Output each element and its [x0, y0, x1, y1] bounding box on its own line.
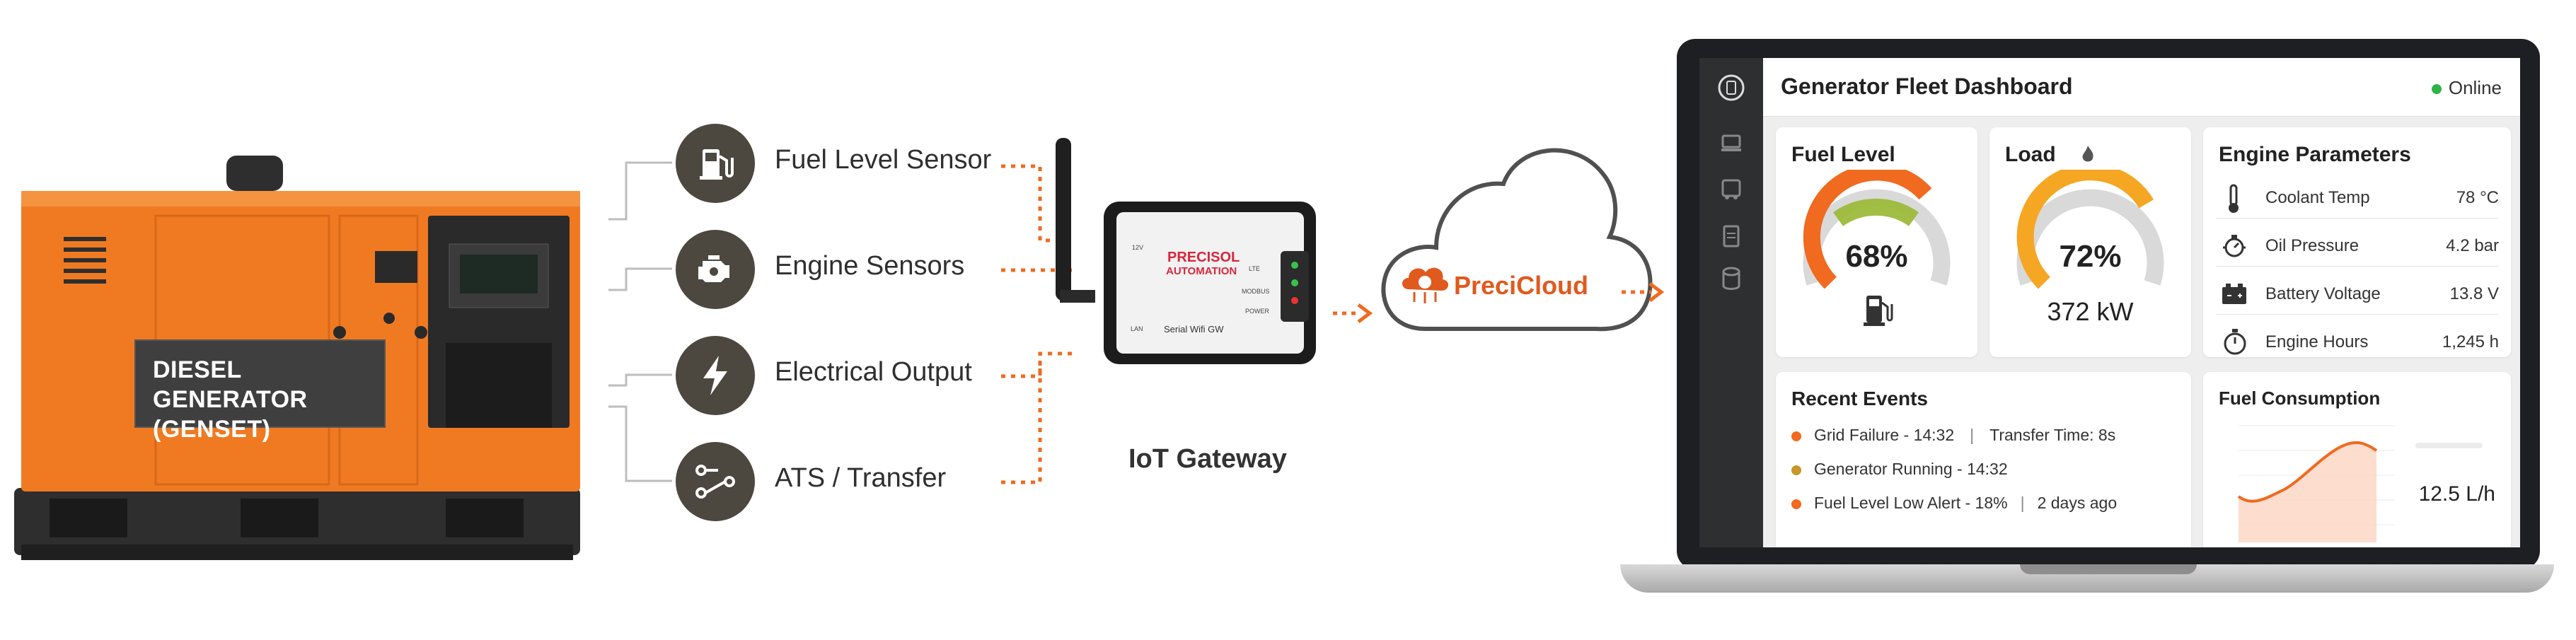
generator-nav-icon[interactable] [1717, 129, 1745, 157]
gateway-port-lan: LAN [1131, 325, 1143, 332]
gateway-port-modbus: MODBUS [1242, 288, 1270, 295]
dashboard-title: Generator Fleet Dashboard [1781, 74, 2073, 99]
fleet-nav-icon[interactable] [1717, 175, 1745, 203]
load-gauge-fill [2016, 170, 2154, 289]
param-name: Oil Pressure [2265, 236, 2360, 255]
load-card: Load 72% 372 kW [1989, 127, 2191, 357]
status-dot-icon [2431, 84, 2442, 95]
param-value: 78 °C [2456, 188, 2499, 207]
reports-nav-icon[interactable] [1717, 222, 1745, 250]
param-row-oil-pressure: Oil Pressure 4.2 bar [2216, 226, 2499, 267]
sensor-fuel-level: Fuel Level Sensor [676, 124, 1051, 209]
status-text: Online [2448, 77, 2502, 98]
generator-sensor-brackets [608, 161, 672, 482]
dashboard: Generator Fleet Dashboard Online Fuel Le… [1699, 58, 2520, 547]
param-value: 4.2 bar [2446, 236, 2499, 255]
fuel-level-value: 68% [1845, 239, 1908, 274]
event-item[interactable]: Grid Failure - 14:32|Transfer Time: 8s [1791, 426, 2115, 445]
fuel-consumption-card: Fuel Consumption 12.5 L/h [2203, 372, 2511, 547]
param-value: 1,245 h [2442, 332, 2499, 351]
gateway-illustration [1056, 138, 1316, 364]
event-item[interactable]: Fuel Level Low Alert - 18%|2 days ago [1791, 494, 2117, 513]
gateway-cloud-arrow [1333, 303, 1373, 323]
dashboard-sidebar [1699, 58, 1763, 547]
fuel-gauge-fill [1803, 170, 1932, 289]
cloud-dashboard-arrow [1622, 282, 1665, 302]
param-value: 13.8 V [2449, 284, 2499, 303]
load-gauge [2016, 170, 2164, 289]
load-title: Load [2005, 143, 2056, 166]
sensor-label: Electrical Output [775, 357, 972, 387]
fuel-pump-icon [1862, 291, 1893, 333]
fuel-gauge [1803, 170, 1951, 289]
sensor-electrical: Electrical Output [676, 336, 1051, 421]
iot-gateway: PRECISOL AUTOMATION Serial Wifi GW 12V L… [1047, 131, 1330, 371]
event-item[interactable]: Generator Running - 14:32 [1791, 460, 2008, 479]
transfer-switch-icon [676, 442, 755, 521]
event-extra: 2 days ago [2037, 494, 2118, 512]
database-nav-icon[interactable] [1717, 264, 1745, 293]
engine-icon [676, 230, 755, 309]
param-name: Engine Hours [2265, 332, 2369, 351]
event-dot-icon [1791, 465, 1801, 475]
cloud-shape [1381, 148, 1653, 332]
event-extra: Transfer Time: 8s [1989, 426, 2116, 444]
generator-label: DIESEL GENERATOR (GENSET) [134, 339, 386, 443]
gateway-brand-line2: AUTOMATION [1166, 265, 1237, 277]
fuel-consumption-value: 12.5 L/h [2418, 482, 2495, 506]
sensor-label: Fuel Level Sensor [775, 145, 992, 175]
consumption-legend-bar [2415, 443, 2483, 448]
cloud-name: PreciCloud [1454, 271, 1589, 300]
param-name: Coolant Temp [2265, 188, 2370, 207]
generator-label-line2: (GENSET) [153, 416, 271, 443]
gateway-brand-line1: PRECISOL [1167, 250, 1240, 265]
fuel-consumption-sparkline [2237, 425, 2394, 542]
recent-events-card: Recent Events Grid Failure - 14:32|Trans… [1776, 372, 2191, 547]
fuel-level-title: Fuel Level [1791, 143, 1895, 166]
gateway-port-power: POWER [1245, 308, 1270, 315]
param-row-coolant: Coolant Temp 78 °C [2216, 178, 2499, 219]
thermometer-icon [2223, 184, 2244, 219]
event-text: Fuel Level Low Alert - 18% [1814, 494, 2008, 512]
fuel-consumption-title: Fuel Consumption [2219, 388, 2381, 409]
fuel-pump-icon [676, 124, 755, 203]
laptop-notch [2020, 564, 2197, 574]
battery-icon [2220, 281, 2248, 310]
generator-label-line1: DIESEL GENERATOR [153, 356, 308, 413]
event-text: Generator Running - 14:32 [1814, 460, 2008, 478]
load-flame-icon [2079, 144, 2097, 168]
load-power-value: 372 kW [2047, 297, 2134, 326]
engine-parameters-title: Engine Parameters [2219, 143, 2411, 166]
diesel-generator: DIESEL GENERATOR (GENSET) [7, 149, 594, 573]
fuel-level-card: Fuel Level 68% [1776, 127, 1977, 357]
event-dot-icon [1791, 499, 1801, 509]
param-row-battery: Battery Voltage 13.8 V [2216, 274, 2499, 315]
param-name: Battery Voltage [2265, 284, 2381, 303]
load-value: 72% [2059, 239, 2122, 274]
oil-pressure-icon [2220, 232, 2248, 264]
gateway-port-lte: LTE [1249, 265, 1260, 272]
event-dot-icon [1791, 431, 1801, 441]
sensor-ats: ATS / Transfer [676, 442, 1051, 527]
engine-parameters-card: Engine Parameters Coolant Temp 78 °C Oil… [2203, 127, 2511, 357]
lightning-icon [676, 336, 755, 415]
gateway-model-label: Serial Wifi GW [1164, 324, 1224, 334]
cloud-service [1376, 124, 1659, 350]
status-indicator: Online [2431, 77, 2502, 99]
app-logo-icon[interactable] [1717, 74, 1745, 102]
recent-events-title: Recent Events [1791, 388, 1928, 409]
stopwatch-icon [2222, 327, 2248, 360]
gateway-caption: IoT Gateway [1128, 444, 1287, 474]
sensor-label: Engine Sensors [775, 251, 965, 281]
cloud-logo-icon [1399, 258, 1451, 311]
sensor-engine: Engine Sensors [676, 230, 1051, 315]
gateway-port-12v: 12V [1132, 244, 1144, 251]
event-text: Grid Failure - 14:32 [1814, 426, 1955, 444]
dashboard-header: Generator Fleet Dashboard Online [1763, 58, 2520, 117]
sensor-label: ATS / Transfer [775, 463, 947, 493]
param-row-engine-hours: Engine Hours 1,245 h [2216, 322, 2499, 362]
